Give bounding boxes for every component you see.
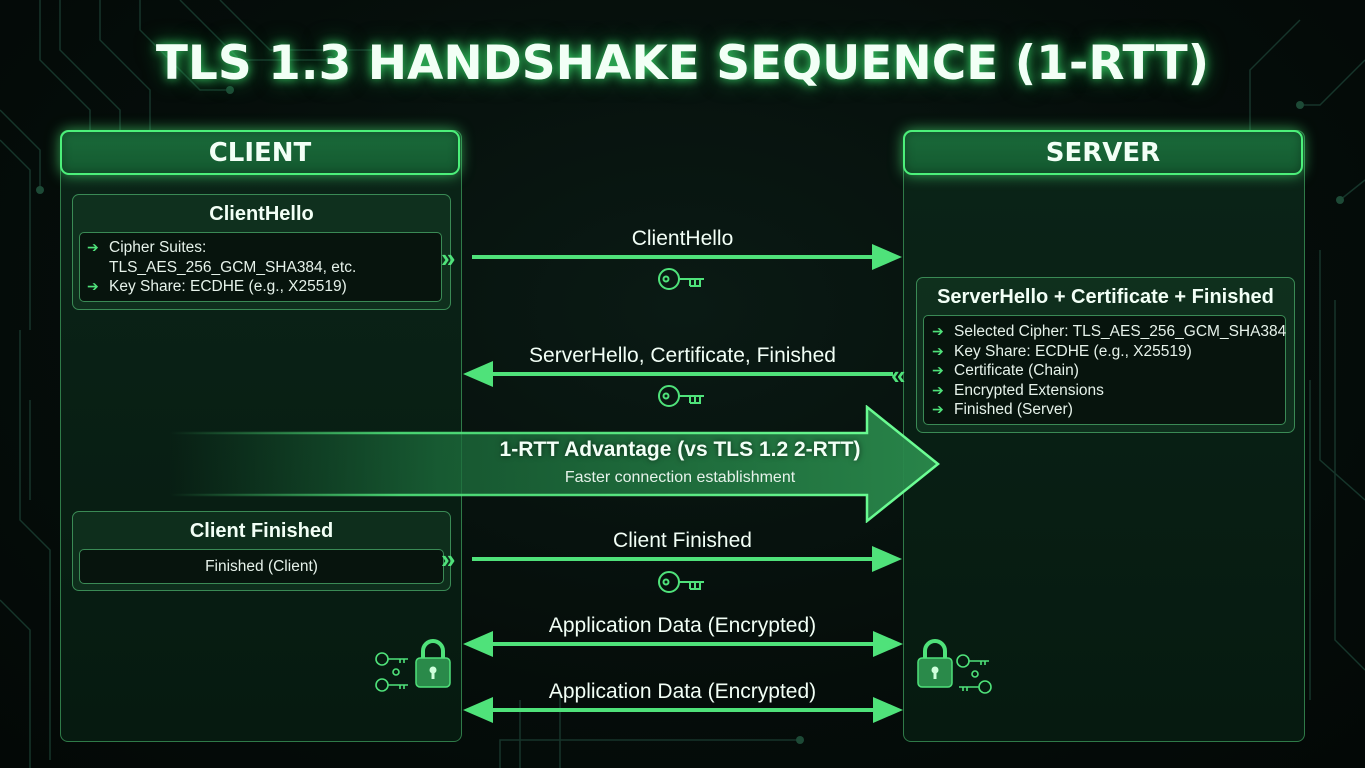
chevron-right-icon: » [441, 544, 456, 574]
list-item: ➔Certificate (Chain) [932, 362, 1079, 379]
list-item: ➔Key Share: ECDHE (e.g., X25519) [87, 278, 347, 295]
key-pair-icon [375, 652, 408, 692]
key-icon [658, 571, 704, 593]
list-item: ➔Finished (Server) [932, 401, 1073, 418]
client-finished-title: Client Finished [189, 520, 334, 542]
lock-icon [917, 639, 953, 688]
rtt-advantage-subtitle: Faster connection establishment [564, 469, 796, 486]
message-label-server-hello: ServerHello, Certificate, Finished [529, 344, 836, 367]
server-hello-title: ServerHello + Certificate + Finished [937, 286, 1274, 308]
rtt-advantage-title: 1-RTT Advantage (vs TLS 1.2 2-RTT) [499, 438, 861, 461]
arrow-right-icon: ➔ [87, 239, 99, 255]
chevron-left-icon: « [891, 360, 906, 390]
client-finished-box: Client Finished Finished (Client) [72, 511, 451, 591]
message-label-client-finished: Client Finished [613, 529, 752, 552]
message-label-application-data: Application Data (Encrypted) [548, 680, 817, 703]
arrow-right-icon: ➔ [932, 323, 944, 339]
list-item: ➔Encrypted Extensions [932, 381, 1104, 399]
message-label-client-hello: ClientHello [631, 227, 734, 250]
key-pair-icon [956, 654, 992, 694]
page-title: TLS 1.3 HANDSHAKE SEQUENCE (1-RTT) [155, 36, 1210, 91]
arrow-right-icon: ➔ [932, 362, 944, 378]
arrow-right-icon: ➔ [932, 401, 944, 417]
arrow-bidirectional [463, 631, 903, 657]
arrow-right-icon: ➔ [932, 342, 944, 359]
server-lane: SERVER ServerHello + Certificate + Finis… [903, 130, 1305, 742]
arrow-client-to-server [472, 244, 902, 270]
client-header: CLIENT [60, 130, 460, 175]
key-icon [658, 268, 704, 290]
arrow-bidirectional [463, 697, 903, 723]
message-label-application-data: Application Data (Encrypted) [548, 614, 817, 637]
arrow-right-icon: ➔ [87, 278, 99, 294]
client-hello-box: ClientHello ➔Cipher Suites: TLS_AES_256_… [72, 194, 451, 310]
chevron-right-icon: » [441, 243, 456, 273]
lock-icon [415, 639, 451, 688]
list-item: ➔Selected Cipher: TLS_AES_256_GCM_SHA384 [932, 323, 1287, 340]
arrow-right-icon: ➔ [932, 381, 944, 398]
list-item: TLS_AES_256_GCM_SHA384, etc. [109, 258, 357, 276]
client-hello-title: ClientHello [209, 203, 314, 225]
client-finished-details: Finished (Client) [79, 549, 444, 584]
server-header: SERVER [903, 130, 1303, 175]
key-icon [658, 385, 704, 407]
arrow-server-to-client [463, 361, 893, 387]
arrow-client-to-server [472, 546, 902, 572]
list-item: ➔Key Share: ECDHE (e.g., X25519) [932, 342, 1192, 360]
rtt-advantage-arrow [170, 405, 940, 523]
client-hello-details: ➔Cipher Suites: TLS_AES_256_GCM_SHA384, … [79, 232, 442, 302]
list-item: ➔Cipher Suites: [87, 239, 207, 256]
server-hello-details: ➔Selected Cipher: TLS_AES_256_GCM_SHA384… [923, 315, 1286, 425]
server-hello-box: ServerHello + Certificate + Finished ➔Se… [916, 277, 1295, 433]
